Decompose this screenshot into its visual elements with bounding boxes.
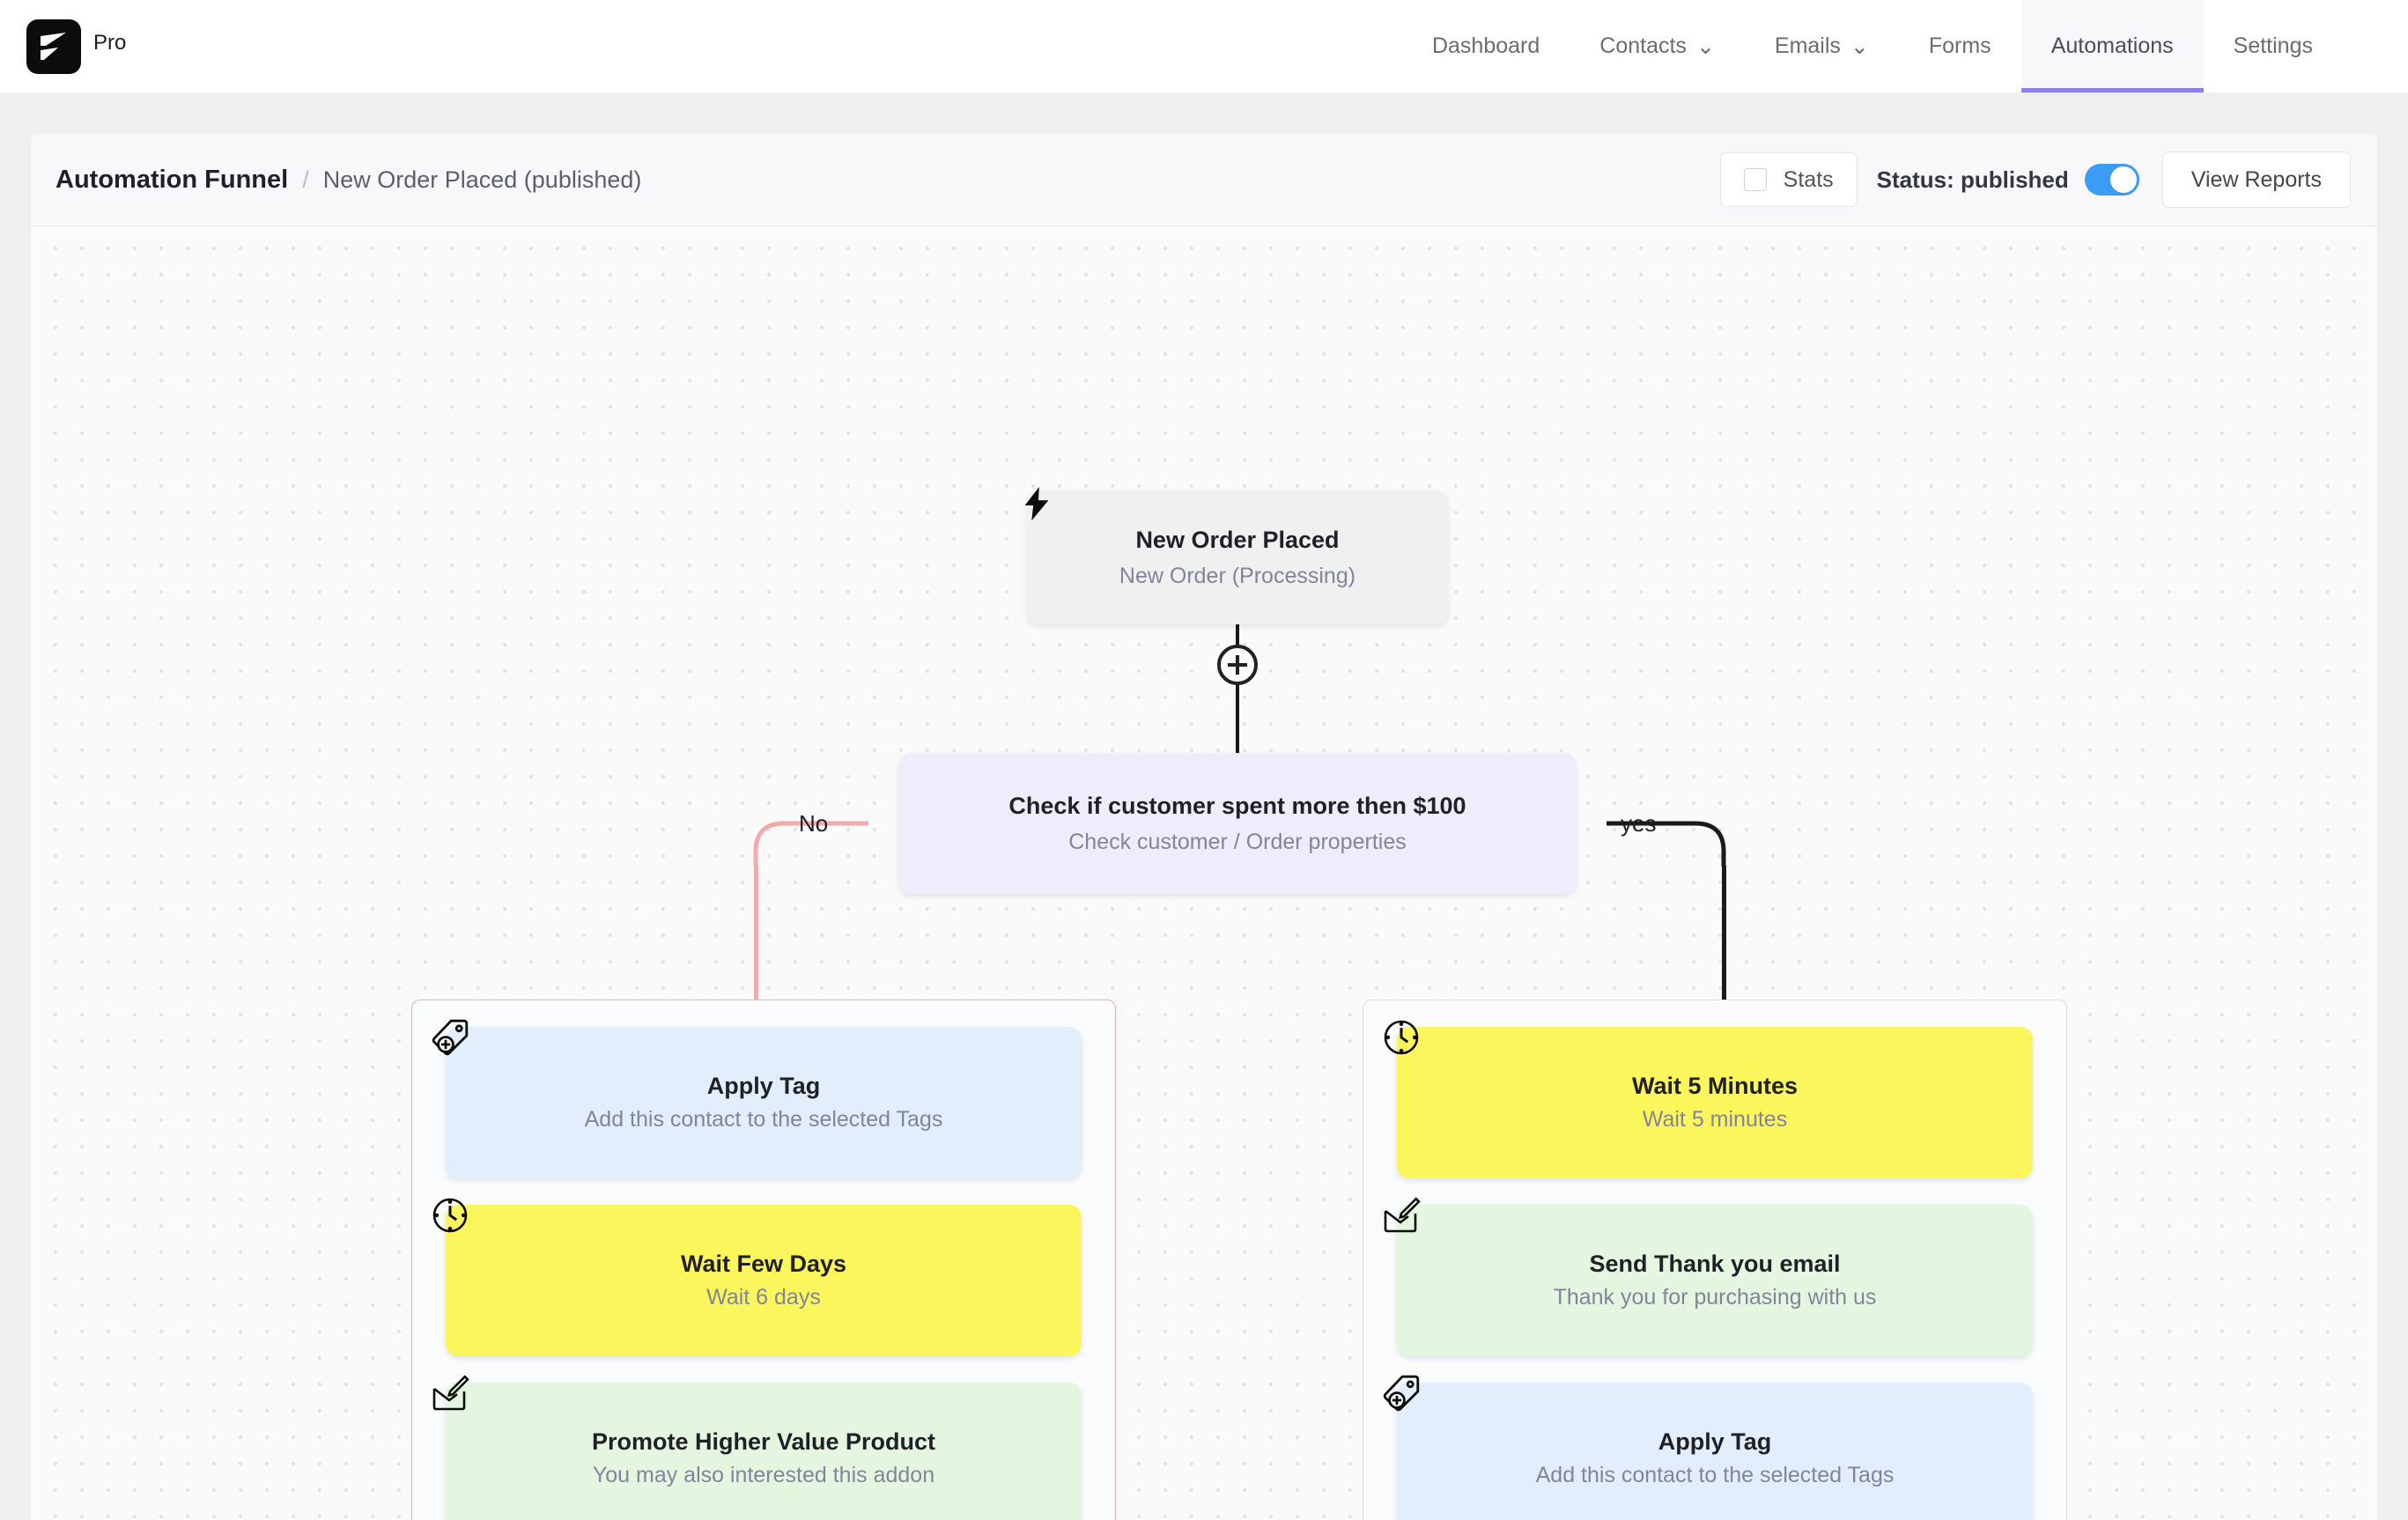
action-card-send-thank-you-email[interactable]: Send Thank you email Thank you for purch…: [1384, 1197, 2033, 1356]
clock-icon: [429, 1194, 471, 1241]
connector-yes-branch: [1607, 821, 1726, 867]
trigger-node[interactable]: New Order Placed New Order (Processing): [1024, 486, 1448, 624]
tag-plus-icon: [429, 1016, 471, 1063]
action-card-wait-few-days[interactable]: Wait Few Days Wait 6 days: [432, 1198, 1082, 1356]
trigger-subtitle: New Order (Processing): [1119, 563, 1356, 588]
nav-item-forms[interactable]: Forms: [1899, 0, 2021, 92]
breadcrumb-root[interactable]: Automation Funnel: [55, 165, 289, 194]
nav-item-dashboard[interactable]: Dashboard: [1402, 0, 1570, 92]
main-nav: Dashboard Contacts ⌄ Emails ⌄ Forms Auto…: [1402, 0, 2343, 92]
connector-no-branch: [753, 821, 868, 866]
action-subtitle: Wait 5 minutes: [1642, 1107, 1788, 1132]
branch-yes-container: Wait 5 Minutes Wait 5 minutes Send Thank…: [1363, 1000, 2067, 1520]
chevron-down-icon: ⌄: [1850, 33, 1869, 59]
stats-toggle-button[interactable]: Stats: [1719, 152, 1858, 207]
action-card-wait-5-minutes[interactable]: Wait 5 Minutes Wait 5 minutes: [1384, 1020, 2033, 1178]
action-title: Wait 5 Minutes: [1631, 1073, 1798, 1099]
action-subtitle: Add this contact to the selected Tags: [584, 1107, 943, 1132]
toggle-knob: [2109, 166, 2137, 193]
connector-no-drop: [754, 866, 758, 1000]
add-step-button[interactable]: [1217, 645, 1258, 685]
action-card-promote-higher-value-product[interactable]: Promote Higher Value Product You may als…: [432, 1375, 1082, 1520]
nav-item-settings[interactable]: Settings: [2204, 0, 2343, 92]
nav-label: Emails: [1774, 33, 1841, 58]
connector-yes-drop: [1722, 866, 1726, 1000]
view-reports-button[interactable]: View Reports: [2161, 151, 2351, 208]
breadcrumb-separator: /: [302, 166, 309, 193]
status-label: Status: published: [1876, 166, 2069, 193]
action-subtitle: Add this contact to the selected Tags: [1535, 1463, 1895, 1487]
clock-icon: [1380, 1016, 1422, 1063]
nav-item-automations[interactable]: Automations: [2020, 0, 2204, 92]
nav-item-emails[interactable]: Emails ⌄: [1745, 0, 1899, 92]
stats-checkbox[interactable]: [1743, 168, 1767, 191]
nav-label: Forms: [1928, 33, 1991, 58]
funnel-canvas[interactable]: No yes New Order Placed New Order (Proce…: [31, 226, 2377, 1520]
view-reports-label: View Reports: [2190, 166, 2322, 192]
automation-panel: Automation Funnel / New Order Placed (pu…: [31, 134, 2377, 1520]
app-logo-icon[interactable]: [26, 18, 81, 74]
tag-plus-icon: [1380, 1372, 1422, 1419]
action-subtitle: Wait 6 days: [706, 1285, 821, 1310]
action-title: Wait Few Days: [680, 1251, 847, 1277]
trigger-title: New Order Placed: [1135, 527, 1340, 554]
nav-label: Automations: [2050, 33, 2174, 58]
action-card-apply-tag-yes[interactable]: Apply Tag Add this contact to the select…: [1383, 1375, 2033, 1520]
action-title: Apply Tag: [706, 1073, 821, 1099]
breadcrumb-current: New Order Placed (published): [322, 166, 642, 193]
condition-subtitle: Check customer / Order properties: [1068, 829, 1407, 854]
action-title: Send Thank you email: [1589, 1251, 1841, 1277]
branch-label-no: No: [799, 810, 829, 837]
action-title: Apply Tag: [1658, 1428, 1772, 1455]
condition-node[interactable]: Check if customer spent more then $100 C…: [899, 753, 1576, 894]
action-subtitle: You may also interested this addon: [592, 1463, 935, 1487]
panel-header: Automation Funnel / New Order Placed (pu…: [31, 134, 2377, 226]
brand[interactable]: Pro: [26, 18, 127, 74]
branch-no-container: Apply Tag Add this contact to the select…: [411, 1000, 1116, 1520]
action-subtitle: Thank you for purchasing with us: [1553, 1285, 1877, 1310]
lightning-bolt-icon: [1016, 483, 1057, 528]
top-navigation-bar: Pro Dashboard Contacts ⌄ Emails ⌄ Forms …: [0, 0, 2408, 92]
breadcrumb: Automation Funnel / New Order Placed (pu…: [55, 166, 641, 195]
branch-label-yes: yes: [1621, 810, 1657, 837]
brand-pro-label: Pro: [93, 30, 127, 55]
status-toggle-switch[interactable]: [2084, 164, 2139, 196]
chevron-down-icon: ⌄: [1695, 33, 1715, 59]
nav-item-contacts[interactable]: Contacts ⌄: [1570, 0, 1745, 92]
action-card-apply-tag[interactable]: Apply Tag Add this contact to the select…: [432, 1019, 1082, 1178]
email-edit-icon: [429, 1372, 471, 1419]
header-actions: Stats Status: published View Reports: [1719, 151, 2351, 208]
fluent-crm-logo-glyph: [41, 32, 66, 60]
email-edit-icon: [1380, 1194, 1422, 1241]
nav-label: Contacts: [1599, 33, 1687, 58]
action-title: Promote Higher Value Product: [591, 1428, 936, 1455]
stats-label: Stats: [1783, 166, 1834, 192]
nav-label: Dashboard: [1431, 33, 1540, 58]
nav-label: Settings: [2233, 33, 2313, 58]
condition-title: Check if customer spent more then $100: [1008, 793, 1466, 820]
